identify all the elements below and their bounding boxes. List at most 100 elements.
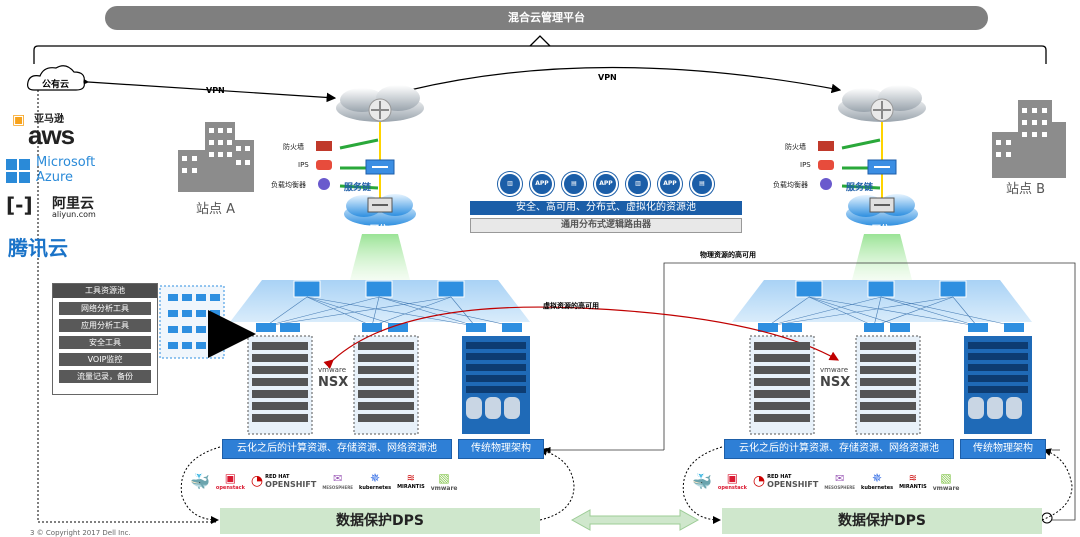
fabric-right (732, 280, 1032, 332)
azure-logo: Microsoft Azure (6, 155, 106, 187)
vpn-line-top (400, 66, 842, 97)
vpn-label-top: VPN (598, 73, 617, 82)
public-cloud-shape (27, 65, 85, 91)
site-a-label: 站点 A (196, 202, 236, 217)
tool-item: 应用分析工具 (59, 319, 151, 332)
lb-label-right: 负载均衡器 (773, 181, 808, 189)
docker-icon: 🐳 (190, 471, 210, 491)
tool-item: 流量记录，备份 (59, 370, 151, 383)
trusted-cloud-right (846, 194, 918, 226)
dps-loop-right-b (1041, 448, 1073, 521)
mirantis-logo: ≋MIRANTIS (899, 472, 927, 490)
fabric-left (230, 280, 530, 332)
dps-left: 数据保护DPS (220, 508, 540, 534)
nsx-label-left: NSX (318, 375, 349, 390)
tool-item: 网络分析工具 (59, 302, 151, 315)
resource-pool-bar: 安全、高可用、分布式、虚拟化的资源池 (470, 201, 742, 215)
dps-loop-right-a (682, 446, 723, 524)
openstack-logo: ▣openstack (215, 471, 245, 491)
server-rack-right-2 (860, 342, 916, 426)
microsoft-text: Microsoft (36, 155, 96, 170)
app-icon-row: ▥ APP ▤ APP ▥ APP ▤ (486, 172, 726, 198)
physical-rack-right (968, 342, 1028, 419)
server-rack-left-1 (252, 342, 308, 426)
window-app-icon: ▤ (562, 172, 586, 196)
aliyun-domain-text: aliyun.com (52, 210, 96, 219)
mirantis-icon: ≋ (908, 472, 918, 484)
openstack-logo: ▣openstack (717, 471, 747, 491)
tencent-text: 腾讯云 (8, 236, 68, 260)
virtual-ha-arc (323, 306, 840, 370)
virtual-ha-label: 虚拟资源的高可用 (543, 302, 599, 310)
lb-label-left: 负载均衡器 (271, 181, 306, 189)
tool-item: VOIP监控 (59, 353, 151, 366)
tool-pool: 工具资源池 网络分析工具 应用分析工具 安全工具 VOIP监控 流量记录，备份 (52, 283, 158, 395)
vmware-label-right: vmware (820, 366, 849, 374)
security-chain-right (818, 122, 897, 205)
traditional-arch-left: 传统物理架构 (458, 439, 544, 459)
vmware-logo: ▧vmware (932, 470, 960, 492)
mesosphere-logo: ✉MESOSPHERE (322, 472, 354, 490)
cloud-resources-right: 云化之后的计算资源、存储资源、网络资源池 (724, 439, 954, 459)
aliyun-logo: [-] 阿里云 aliyun.com (6, 193, 106, 223)
service-chain-label-left: 服务链 (344, 183, 372, 193)
server-rack-right-1 (754, 342, 810, 426)
wan-cloud-left (336, 85, 424, 122)
openshift-icon: ◔ (250, 473, 264, 489)
physical-ha-line (663, 262, 1076, 521)
dps-right: 数据保护DPS (722, 508, 1042, 534)
service-chain-label-right: 服务链 (846, 183, 874, 193)
aws-text: aws (28, 120, 75, 150)
tool-item: 安全工具 (59, 336, 151, 349)
public-cloud-label: 公有云 (42, 80, 70, 90)
vpn-label-left: VPN (206, 86, 225, 95)
building-site-a (178, 122, 254, 192)
app-icon-3: APP (658, 172, 682, 196)
tool-pool-title: 工具资源池 (53, 284, 157, 298)
aliyun-bracket-icon: [-] (6, 193, 33, 217)
aws-cube-icon: ▣ (12, 112, 26, 128)
vmware-label-left: vmware (318, 366, 347, 374)
dps-loop-left-a (180, 446, 221, 524)
window-app-icon-2: ▤ (690, 172, 714, 196)
kubernetes-icon: ✵ (370, 471, 381, 485)
physical-rack-left (466, 342, 526, 419)
platform-bracket (33, 45, 1047, 64)
physical-ha-label: 物理资源的高可用 (700, 251, 756, 259)
security-chain-left (316, 122, 395, 205)
storage-app-icon-2: ▥ (626, 172, 650, 196)
tool-pool-taps (159, 285, 256, 359)
kubernetes-logo: ✵kubernetes (861, 471, 894, 491)
mirantis-logo: ≋MIRANTIS (397, 472, 425, 490)
app-icon-2: APP (594, 172, 618, 196)
wan-cloud-right (838, 85, 926, 122)
vmware-cube-icon: ▧ (438, 470, 450, 485)
tencent-logo: 腾讯云 (8, 232, 108, 260)
distributed-router-bar: 通用分布式逻辑路由器 (470, 218, 742, 233)
platform-title: 混合云管理平台 (105, 6, 988, 30)
firewall-label-left: 防火墙 (283, 143, 304, 151)
building-site-b (992, 100, 1066, 178)
dps-loop-left-b (539, 447, 575, 521)
kubernetes-logo: ✵kubernetes (359, 471, 392, 491)
aws-logo: 亚马逊 ▣ aws (6, 110, 106, 150)
trusted-label-right: 可信 (872, 225, 891, 235)
vpn-line-left (79, 76, 337, 103)
trusted-cloud-left (344, 194, 416, 226)
dps-public-link (37, 90, 218, 523)
cloud-resources-left: 云化之后的计算资源、存储资源、网络资源池 (222, 439, 452, 459)
traditional-arch-right: 传统物理架构 (960, 439, 1046, 459)
firewall-label-right: 防火墙 (785, 143, 806, 151)
openstack-icon: ▣ (224, 471, 237, 485)
site-b-label: 站点 B (1006, 182, 1046, 197)
kubernetes-icon: ✵ (872, 471, 883, 485)
server-rack-left-2 (358, 342, 414, 426)
aliyun-text: 阿里云 (52, 196, 94, 212)
mirantis-icon: ≋ (406, 472, 416, 484)
vmware-logo: ▧vmware (430, 470, 458, 492)
